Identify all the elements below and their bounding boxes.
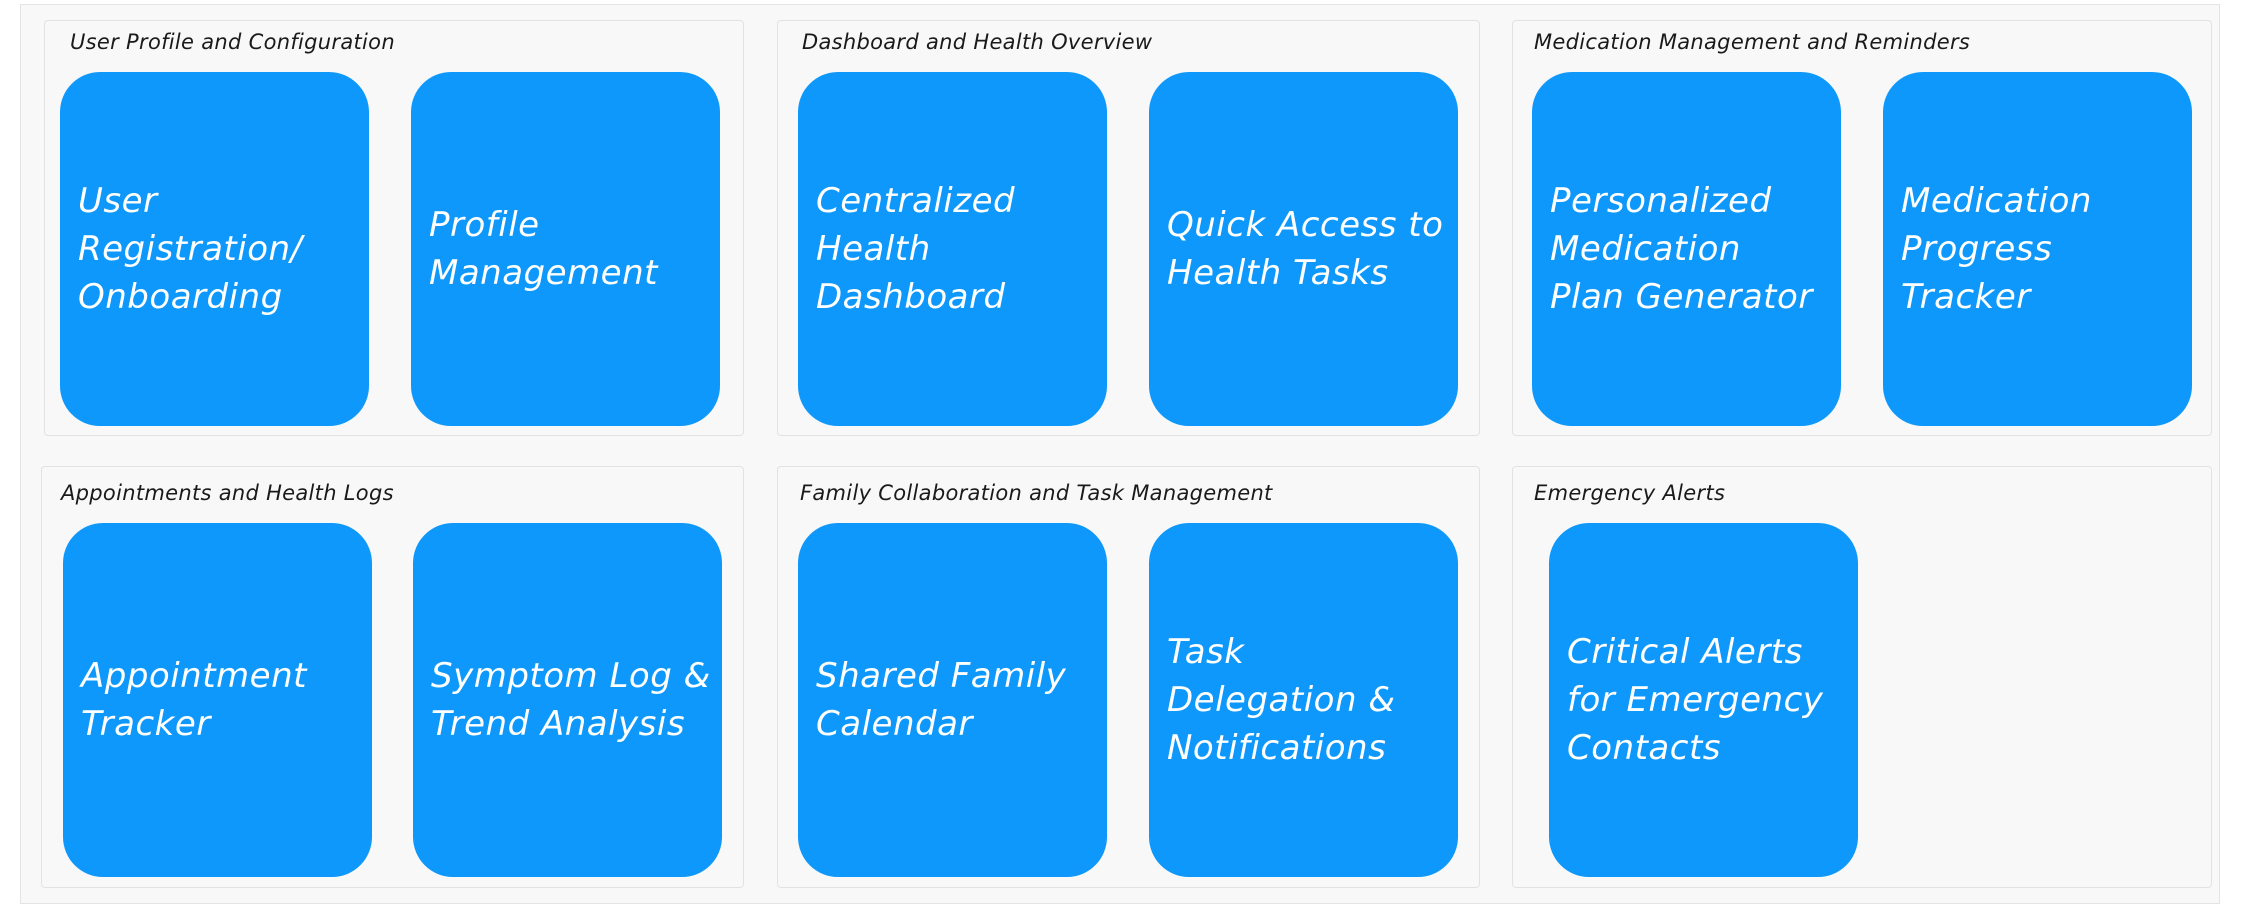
card-label: Symptom Log & Trend Analysis	[431, 656, 711, 744]
card-label: Medication Progress Tracker	[1901, 181, 2092, 317]
group-title: Emergency Alerts	[1534, 481, 1726, 505]
card-user-registration[interactable]: User Registration/ Onboarding	[60, 72, 369, 426]
card-health-dashboard[interactable]: Centralized Health Dashboard	[798, 72, 1107, 426]
card-label: Shared Family Calendar	[816, 656, 1067, 744]
card-label: User Registration/ Onboarding	[78, 181, 303, 317]
card-medication-tracker[interactable]: Medication Progress Tracker	[1883, 72, 2192, 426]
group-title: Dashboard and Health Overview	[802, 30, 1153, 54]
card-critical-alerts[interactable]: Critical Alerts for Emergency Contacts	[1549, 523, 1858, 877]
card-task-delegation[interactable]: Task Delegation & Notifications	[1149, 523, 1458, 877]
card-label: Task Delegation & Notifications	[1167, 632, 1396, 768]
group-title: User Profile and Configuration	[70, 30, 395, 54]
card-appointment-tracker[interactable]: Appointment Tracker	[63, 523, 372, 877]
group-title: Appointments and Health Logs	[61, 481, 394, 505]
group-title: Family Collaboration and Task Management	[800, 481, 1273, 505]
card-label: Personalized Medication Plan Generator	[1550, 181, 1813, 317]
group-title: Medication Management and Reminders	[1534, 30, 1971, 54]
card-label: Centralized Health Dashboard	[816, 181, 1016, 317]
card-label: Appointment Tracker	[81, 656, 307, 744]
card-quick-access[interactable]: Quick Access to Health Tasks	[1149, 72, 1458, 426]
card-symptom-log[interactable]: Symptom Log & Trend Analysis	[413, 523, 722, 877]
card-label: Critical Alerts for Emergency Contacts	[1567, 632, 1824, 768]
card-profile-management[interactable]: Profile Management	[411, 72, 720, 426]
card-medication-plan[interactable]: Personalized Medication Plan Generator	[1532, 72, 1841, 426]
card-family-calendar[interactable]: Shared Family Calendar	[798, 523, 1107, 877]
card-label: Quick Access to Health Tasks	[1167, 205, 1444, 293]
card-label: Profile Management	[429, 205, 658, 293]
